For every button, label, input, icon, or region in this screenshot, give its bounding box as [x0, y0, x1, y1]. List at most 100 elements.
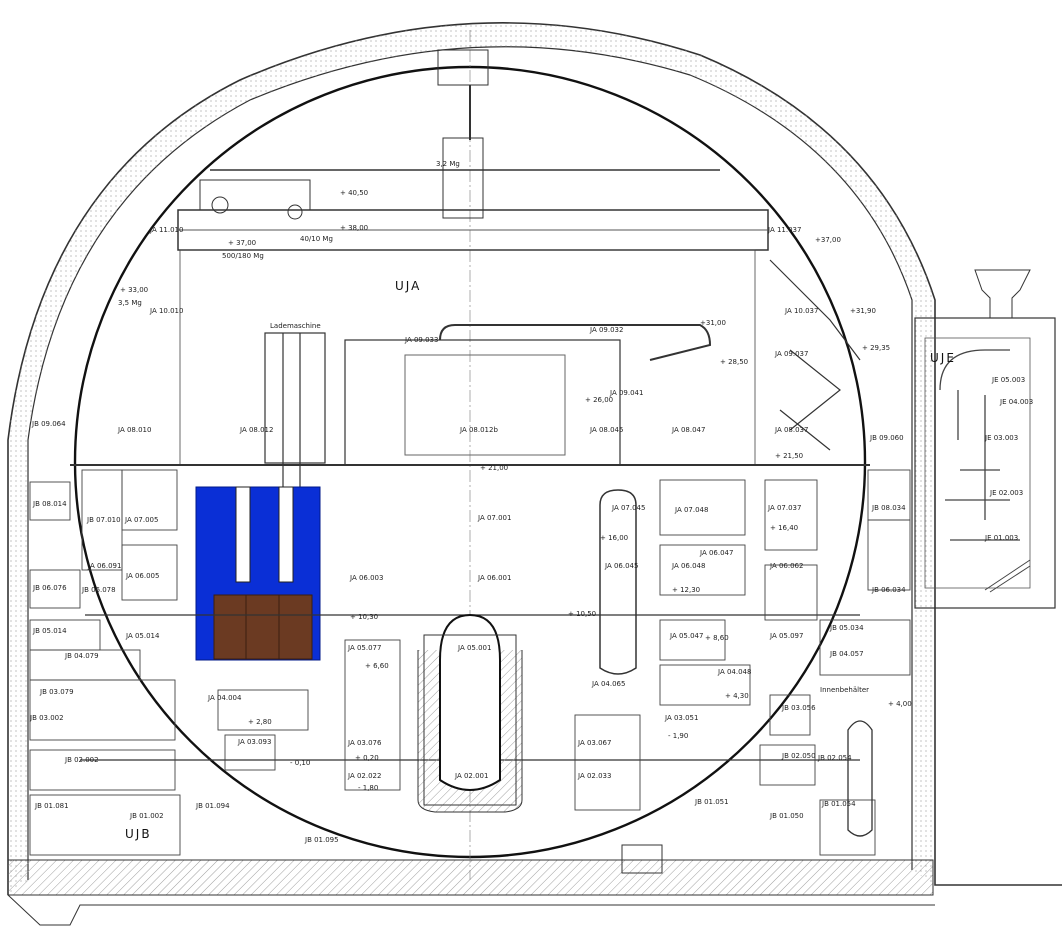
room-label: JB 09.064 [31, 420, 66, 428]
room-label: JB 03.002 [29, 714, 64, 722]
room-label: JB 03.056 [781, 704, 816, 712]
room-label: JA 08.037 [774, 426, 808, 434]
annex-stair [984, 559, 1031, 593]
loading-machine [264, 332, 326, 464]
room-block-08-012-inner [404, 354, 566, 456]
elev-3700: + 37,00 [228, 239, 256, 247]
steam-generator [599, 489, 637, 675]
elev-1030: + 10,30 [350, 613, 378, 621]
room-label: JA 03.067 [577, 739, 611, 747]
elev-1230: + 12,30 [672, 586, 700, 594]
room-label: JA 06.048 [671, 562, 705, 570]
room-label: JB 01.094 [195, 802, 230, 810]
label-internal-container: Innenbehälter [820, 686, 869, 694]
elev-1600: + 16,00 [600, 534, 628, 542]
elev-180: - 1,80 [358, 784, 378, 792]
elev-2150: + 21,50 [775, 452, 803, 460]
room-label: JA 06.047 [699, 549, 733, 557]
room-label: JA 07.037 [767, 504, 801, 512]
room-label: JB 08.014 [32, 500, 67, 508]
room-label: JE 05.003 [991, 376, 1025, 384]
elev-190: - 1,90 [668, 732, 688, 740]
room-label: JA 10.010 [149, 307, 183, 315]
elev-430: + 4,30 [725, 692, 749, 700]
room-label: JA 10.037 [784, 307, 818, 315]
room-label: JB 02.050 [781, 752, 816, 760]
room-label: JB 01.002 [129, 812, 164, 820]
area-label-ujb: UJB [125, 827, 152, 841]
room-label: JA 02.001 [454, 772, 488, 780]
elev-400: + 4,00 [888, 700, 912, 708]
elev-860: + 8,60 [705, 634, 729, 642]
room-label: JB 03.079 [39, 688, 74, 696]
room-label: JA 07.005 [124, 516, 158, 524]
room-label: JA 06.005 [125, 572, 159, 580]
pump-unit [621, 844, 663, 874]
room-label: JB 04.057 [829, 650, 864, 658]
room-label: JA 09.041 [609, 389, 643, 397]
elev-280: + 2,80 [248, 718, 272, 726]
room-label: JA 07.048 [674, 506, 708, 514]
elev-2600: + 26,00 [585, 396, 613, 404]
room-label: JA 03.051 [664, 714, 698, 722]
room-label: JA 07.001 [477, 514, 511, 522]
room-label: JB 02.054 [817, 754, 852, 762]
elev-1050: + 10,50 [568, 610, 596, 618]
base-slab [7, 859, 934, 896]
elev-020: + 0,20 [355, 754, 379, 762]
room-label: JA 11.037 [767, 226, 801, 234]
room-label: JB 06.078 [81, 586, 116, 594]
elev-3100: +31,00 [700, 319, 726, 327]
elev-2935: + 29,35 [862, 344, 890, 352]
room-label: JA 08.047 [671, 426, 705, 434]
room-label: JA 06.003 [349, 574, 383, 582]
room-label: JA 05.047 [669, 632, 703, 640]
room-label: JA 08.010 [117, 426, 151, 434]
hoist-frame [442, 137, 484, 219]
area-label-uja: UJA [395, 279, 421, 293]
center-room-grid [217, 479, 818, 811]
room-label: JB 01.050 [769, 812, 804, 820]
room-label: JA 06.001 [477, 574, 511, 582]
room-label: JB 01.054 [821, 800, 856, 808]
room-label: JB 06.076 [32, 584, 67, 592]
trolley-wheel-1 [211, 196, 229, 214]
room-label: JA 04.065 [591, 680, 625, 688]
fuel-element-2 [278, 486, 294, 583]
room-label: JB 01.081 [34, 802, 69, 810]
crane-trolley [199, 179, 311, 211]
elev-660: + 6,60 [365, 662, 389, 670]
room-label: JB 08.034 [871, 504, 906, 512]
label-hoist-aux: 40/10 Mg [300, 235, 333, 243]
room-label: JE 02.003 [989, 489, 1023, 497]
room-label: JB 01.095 [304, 836, 339, 844]
room-label: JB 01.051 [694, 798, 729, 806]
elev-2850: + 28,50 [720, 358, 748, 366]
mast-head [437, 49, 489, 86]
foundation-step [7, 894, 935, 926]
right-room-grid [759, 469, 911, 856]
label-loading-machine: Lademaschine [270, 322, 321, 330]
room-label: JB 05.014 [32, 627, 67, 635]
label-crane-capacity: 500/180 Mg [222, 252, 264, 260]
elev-3800: + 38,00 [340, 224, 368, 232]
room-label: JA 02.033 [577, 772, 611, 780]
reactor-pressure-vessel [439, 613, 501, 791]
room-label: JB 06.034 [871, 586, 906, 594]
room-label: JA 04.004 [207, 694, 242, 702]
room-label: JE 04.003 [999, 398, 1033, 406]
room-label: JB 04.079 [64, 652, 99, 660]
label-hoist-small: 3,5 Mg [118, 299, 142, 307]
annex-uje [914, 317, 1056, 609]
room-label: JA 08.012 [239, 426, 273, 434]
room-label: JE 03.003 [984, 434, 1018, 442]
label-crane-hook: 3,2 Mg [436, 160, 460, 168]
elev-010: - 0,10 [290, 759, 310, 767]
area-label-uje: UJE [930, 351, 956, 365]
room-label: JA 11.010 [149, 226, 183, 234]
room-label: JE 01.003 [984, 534, 1018, 542]
room-label: JA 02.022 [347, 772, 381, 780]
annex-pipework [939, 349, 1020, 541]
room-label: JA 09.037 [774, 350, 808, 358]
